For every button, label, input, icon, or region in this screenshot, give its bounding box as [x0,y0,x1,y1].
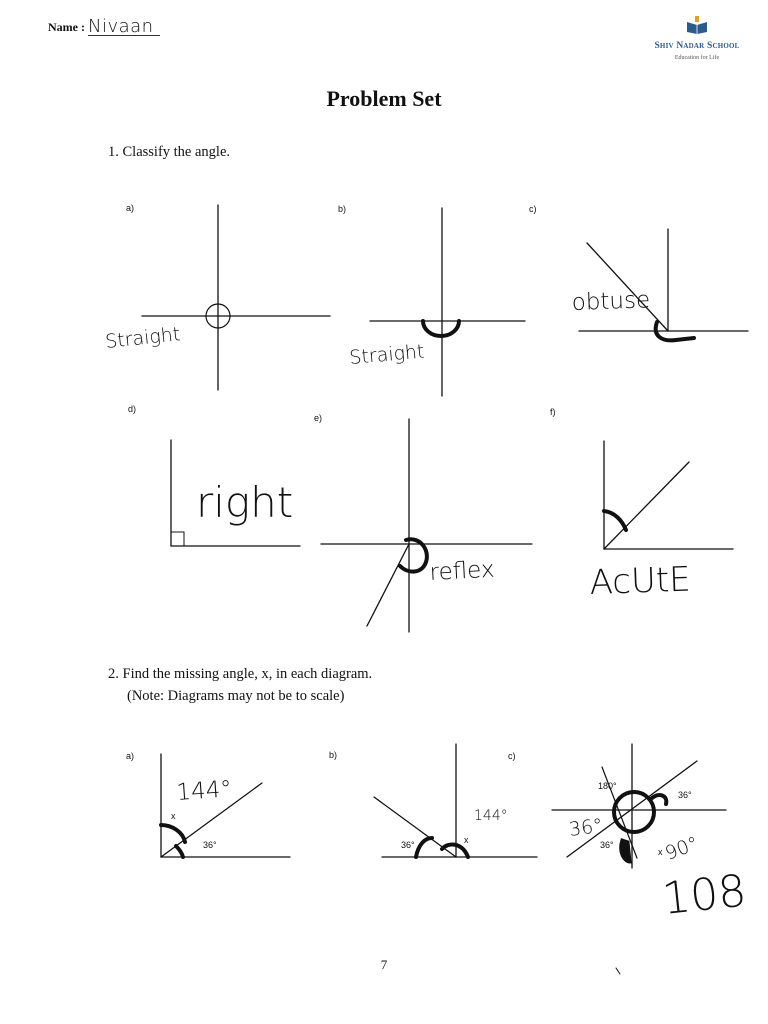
q2b-answer: 144° [474,808,508,824]
q1b-label: b) [338,204,346,214]
q2a-angle-x-mark [159,823,187,844]
question-2-prompt: 2. Find the missing angle, x, in each di… [108,666,373,682]
q2a-diagram: a) x 36° 144° [126,751,291,859]
page-title: Problem Set [326,86,442,111]
q1f-answer: AcUtE [589,559,691,603]
q1d-answer: right [196,478,293,527]
q1f-label: f) [550,407,556,417]
q1a-label: a) [126,203,134,213]
q1f-diagram: f) AcUtE [550,407,734,603]
q1d-diagram: d) right [128,404,301,547]
q2b-angle-36-mark [414,836,434,859]
q2c-given-36-bottom: 36° [600,840,614,850]
q1c-answer: obtuse [571,287,650,316]
school-tagline: Education for Life [674,55,720,61]
q2b-diagram: b) 36° x 144° [329,743,538,859]
q1d-label: d) [128,404,136,414]
school-logo: Shiv Nadar School Education for Life [652,16,742,61]
q2c-angle-mark [612,790,656,834]
q1c-label: c) [529,204,537,214]
q1c-diagram: c) obtuse [529,204,749,343]
q1d-right-angle-mark [170,531,185,547]
q1e-answer: reflex [429,557,495,586]
q2b-label: b) [329,750,337,760]
q2a-answer: 144° [176,776,233,806]
student-name: Nivaan [88,16,154,37]
q2c-label: c) [508,751,516,761]
q2c-diagram: c) 180° 36° 36° x 36° 90° 108 [508,743,749,925]
q1e-angle-mark [398,537,429,574]
q1c-angle-mark [653,320,696,343]
q1a-diagram: a) Straight [104,203,331,391]
q2c-unknown: x [658,847,663,857]
q2a-angle-36-mark [174,844,185,859]
q1f-angle-mark [602,509,628,532]
q1b-angle-mark [421,319,461,338]
question-2-note: (Note: Diagrams may not be to scale) [127,688,345,704]
q1b-answer: Straight [349,341,426,369]
q2c-answer-90: 90° [662,833,701,865]
q2b-angle-x-mark [440,842,470,859]
q1a-angle-mark [205,303,231,329]
name-label: Name : [48,20,85,34]
name-underline [88,35,160,36]
book-icon [687,16,707,34]
q2c-given-180: 180° [598,781,617,791]
question-2: 2. Find the missing angle, x, in each di… [108,663,372,707]
q2a-given: 36° [203,840,217,850]
q2c-given-36-top: 36° [678,790,692,800]
q2a-label: a) [126,751,134,761]
stray-mark [615,967,621,975]
q2c-answer-108: 108 [660,865,749,924]
q2a-unknown: x [171,811,176,821]
q1a-answer: Straight [104,323,181,353]
q2b-unknown: x [464,835,469,845]
q1b-diagram: b) Straight [338,204,526,397]
q2c-answer-36: 36° [568,814,604,840]
school-name: Shiv Nadar School [654,41,740,51]
q1e-label: e) [314,413,322,423]
q1e-diagram: e) reflex [314,413,533,633]
q2b-given: 36° [401,840,415,850]
page-number: 7 [380,957,388,972]
question-1-prompt: 1. Classify the angle. [108,144,231,160]
